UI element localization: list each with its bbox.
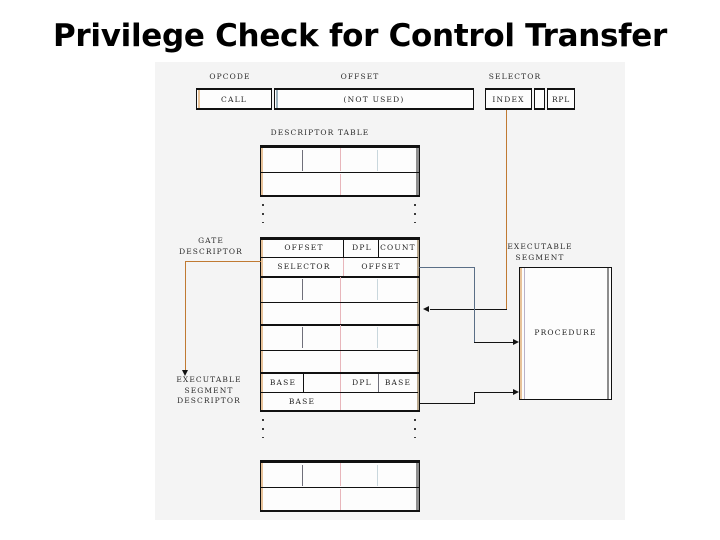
offset-field <box>274 88 474 110</box>
label-offset: OFFSET <box>340 72 380 81</box>
connector-selector-left <box>185 261 261 263</box>
opcode-value: CALL <box>221 95 247 104</box>
arrowhead-into-esd <box>181 370 188 376</box>
opcode-field <box>196 88 272 110</box>
offset-value: (NOT USED) <box>343 95 405 104</box>
selector-index-value: INDEX <box>492 95 525 104</box>
connector-base-right <box>419 403 475 405</box>
label-executable-segment: EXECUTABLE SEGMENT <box>485 242 595 263</box>
procedure-label: PROCEDURE <box>534 328 597 337</box>
connector-base-to-procedure <box>474 392 516 394</box>
exec-seg-label-line-2: SEGMENT <box>515 252 565 262</box>
gate-row2-selector: SELECTOR <box>277 262 331 271</box>
esd-label-line-3: DESCRIPTOR <box>177 396 241 405</box>
label-opcode: OPCODE <box>209 72 251 81</box>
ellipsis-bottom-right <box>414 419 416 445</box>
esd-row1-base: BASE <box>269 378 297 387</box>
diagram-figure: OPCODE OFFSET SELECTOR CALL (NOT USED) I… <box>155 62 625 520</box>
selector-rpl-value: RPL <box>551 95 571 104</box>
arrowhead-into-procedure-top <box>513 338 519 345</box>
page-title: Privilege Check for Control Transfer <box>52 18 668 54</box>
connector-offset-down <box>474 267 476 342</box>
selector-index-field <box>485 88 532 110</box>
ellipsis-top-right <box>414 204 416 230</box>
gate-descriptor-label-line-2: DESCRIPTOR <box>179 246 243 256</box>
label-gate-descriptor: GATE DESCRIPTOR <box>165 236 257 257</box>
ellipsis-top-left <box>262 204 264 230</box>
connector-offset-to-procedure <box>474 342 516 344</box>
connector-offset-right <box>419 267 475 269</box>
connector-index-vertical <box>506 110 508 310</box>
esd-label-line-1: EXECUTABLE <box>176 375 242 384</box>
ellipsis-bottom-left <box>262 419 264 445</box>
connector-base-up <box>474 392 476 404</box>
label-executable-segment-descriptor: EXECUTABLE SEGMENT DESCRIPTOR <box>161 375 257 407</box>
gate-row1-count: COUNT <box>380 243 416 252</box>
gate-row1-offset: OFFSET <box>284 243 324 252</box>
esd-label-line-2: SEGMENT <box>184 385 234 395</box>
arrowhead-into-procedure-bottom <box>513 388 519 395</box>
label-selector: SELECTOR <box>488 72 542 81</box>
selector-ti-field <box>534 88 545 110</box>
connector-selector-down <box>185 261 187 373</box>
selector-rpl-field <box>547 88 575 110</box>
gate-row1-dpl: DPL <box>352 243 372 252</box>
esd-row2-base: BASE <box>288 397 316 406</box>
connector-index-to-gate <box>430 309 507 311</box>
esd-row1-dpl: DPL <box>352 378 372 387</box>
gate-descriptor-label-line-1: GATE <box>198 236 224 245</box>
executable-segment-box <box>519 267 612 400</box>
esd-row1-base2: BASE <box>384 378 412 387</box>
gate-row2-offset: OFFSET <box>361 262 401 271</box>
exec-seg-label-line-1: EXECUTABLE <box>507 242 573 251</box>
arrowhead-into-gate-descriptor <box>423 306 429 312</box>
label-descriptor-table: DESCRIPTOR TABLE <box>270 128 370 137</box>
